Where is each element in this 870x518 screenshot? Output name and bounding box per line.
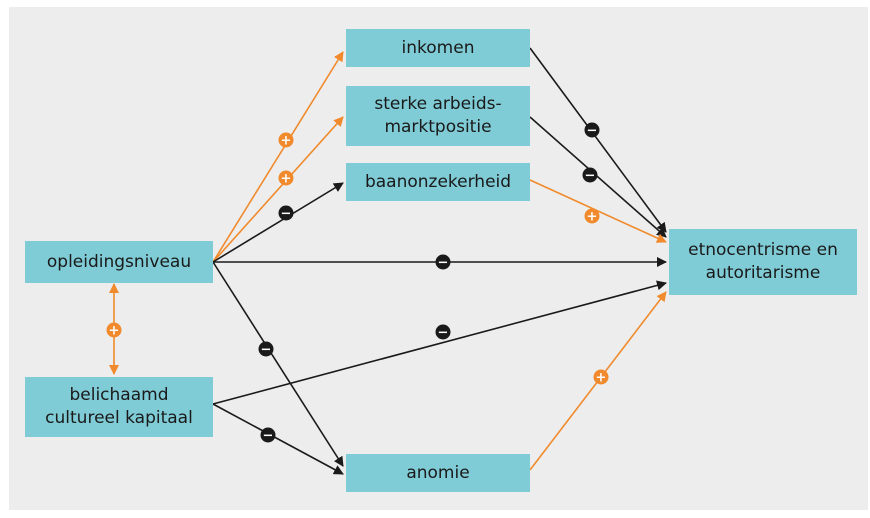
svg-text:−: − (261, 343, 272, 358)
node-baanonzekerheid: baanonzekerheid (346, 163, 530, 201)
sign-badge-opl-kapitaal: + (106, 322, 122, 339)
svg-text:−: − (263, 429, 274, 444)
sign-badge-opl-anomie: − (258, 341, 274, 358)
svg-text:−: − (438, 256, 449, 271)
sign-badge-opl-baanonzekerheid: − (278, 205, 294, 222)
svg-text:+: + (281, 172, 292, 187)
node-sterke-arbeidsmarktpositie: sterke arbeids- marktpositie (346, 86, 530, 146)
edge-kapitaal-etnocentrisme (212, 280, 667, 405)
edge-inkomen-etnocentrisme (529, 47, 667, 233)
node-anomie: anomie (346, 454, 530, 492)
sign-badge-kap-etnocentrisme: − (435, 324, 451, 341)
edge-opleiding-baanonzekerheid (212, 182, 344, 263)
sign-badge-opl-etnocentrisme: − (435, 254, 451, 271)
svg-text:+: + (281, 134, 292, 149)
node-belichaamd-cultureel-kapitaal: belichaamd cultureel kapitaal (25, 377, 213, 437)
svg-text:−: − (587, 124, 598, 139)
svg-text:−: − (585, 169, 596, 184)
sign-badge-opl-inkomen: + (278, 132, 294, 149)
node-inkomen: inkomen (346, 29, 530, 67)
svg-text:+: + (596, 371, 607, 386)
edge-arbeidsmarkt-etnocentrisme (529, 116, 667, 238)
sign-badge-anomie-etnocentrisme: + (593, 369, 609, 386)
sign-badge-opl-arbeidsmarkt: + (278, 170, 294, 187)
node-opleidingsniveau: opleidingsniveau (25, 241, 213, 283)
svg-text:−: − (281, 207, 292, 222)
sign-badge-baan-etnocentrisme: + (584, 208, 600, 225)
svg-text:+: + (587, 210, 598, 225)
sign-badge-ink-etnocentrisme: − (584, 122, 600, 139)
svg-text:+: + (109, 324, 120, 339)
edge-kapitaal-anomie (212, 403, 344, 475)
edge-opleiding-anomie (212, 261, 344, 467)
edge-opleiding-arbeidsmarkt (212, 116, 344, 263)
sign-badge-kap-anomie: − (260, 427, 276, 444)
sign-badge-arb-etnocentrisme: − (582, 167, 598, 184)
node-etnocentrisme-en-autoritarisme: etnocentrisme en autoritarisme (669, 229, 857, 295)
edge-opleiding-inkomen (212, 51, 344, 263)
edge-baanonzekerheid-etnocentrisme (529, 179, 667, 243)
svg-text:−: − (438, 326, 449, 341)
